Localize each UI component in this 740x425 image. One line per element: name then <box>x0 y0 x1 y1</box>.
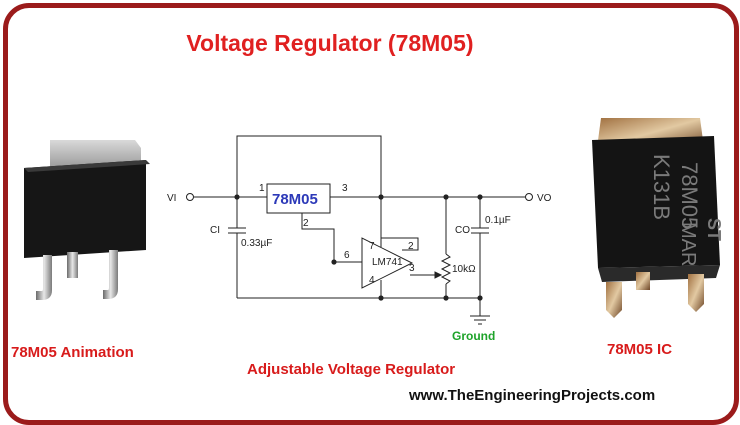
output-label: VO <box>537 193 552 204</box>
ic-mark-line1: 78M05 <box>677 162 702 229</box>
pot-value: 10kΩ <box>452 264 476 275</box>
regulator-label: 78M05 <box>272 191 318 208</box>
output-terminal <box>525 193 533 201</box>
ic-markings: 78M05 K131B ST MAR <box>649 154 724 266</box>
ic-mark-line3: K131B <box>649 154 674 220</box>
caption-adjustable: Adjustable Voltage Regulator <box>247 361 456 378</box>
reg-pin-out: 3 <box>342 183 348 194</box>
adj-wire <box>301 213 362 263</box>
st-logo-icon: ST <box>704 218 724 241</box>
ci-value: 0.33µF <box>241 238 272 249</box>
regulator-box <box>266 183 331 214</box>
opamp-symbol <box>361 237 414 289</box>
opamp-pin2-wire <box>380 237 419 251</box>
op-pin-3: 3 <box>409 263 415 274</box>
top-loop-wire <box>236 135 382 238</box>
input-terminal <box>186 193 194 201</box>
ci-label: CI <box>210 225 220 236</box>
junction-dots <box>234 194 483 301</box>
op-pin-7: 7 <box>369 241 375 252</box>
reg-pin-adj: 2 <box>303 218 309 229</box>
caption-ic: 78M05 IC <box>607 341 673 358</box>
ic-mark-line2: MAR <box>677 222 699 266</box>
dpak-ic-photo: 78M05 K131B ST MAR <box>592 118 724 318</box>
caption-animation: 78M05 Animation <box>11 344 134 361</box>
op-pin-4: 4 <box>369 275 375 286</box>
dpak-animation <box>24 140 150 300</box>
op-pin-6: 6 <box>344 250 350 261</box>
page-title: Voltage Regulator (78M05) <box>186 30 474 56</box>
co-label: CO <box>455 225 470 236</box>
circuit-schematic <box>186 135 533 325</box>
co-value: 0.1µF <box>485 215 511 226</box>
reg-pin-in: 1 <box>259 183 265 194</box>
op-pin-2: 2 <box>408 241 414 252</box>
input-label: VI <box>167 193 176 204</box>
wiper-arrow-icon <box>434 271 443 279</box>
potentiometer-zigzag <box>440 253 452 285</box>
opamp-label: LM741 <box>372 257 403 268</box>
website-link[interactable]: www.TheEngineeringProjects.com <box>409 387 656 404</box>
ground-label: Ground <box>452 329 495 343</box>
